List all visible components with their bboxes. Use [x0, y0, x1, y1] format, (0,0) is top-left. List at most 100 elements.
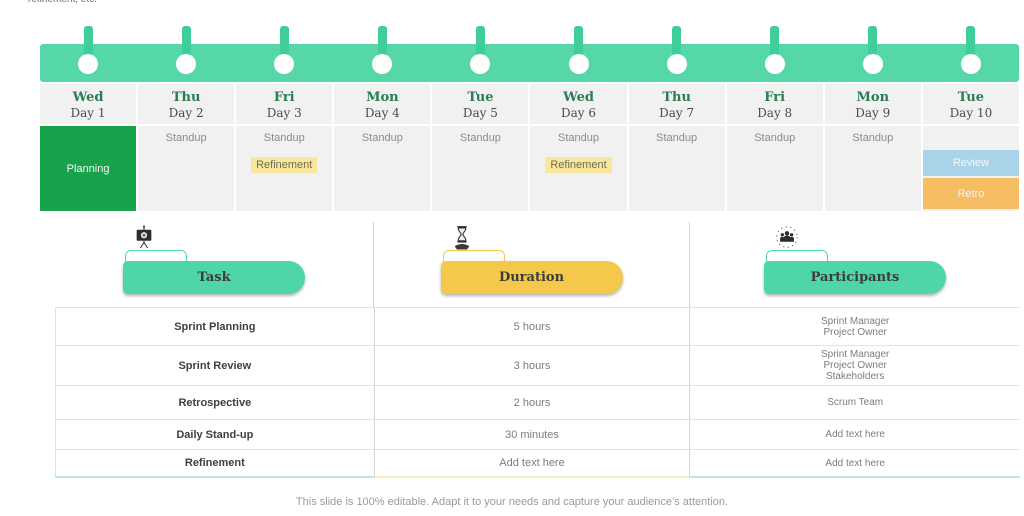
task-cell: Sprint Planning — [56, 308, 374, 346]
pin-hole-icon — [764, 54, 785, 74]
day-events: Standup — [628, 126, 725, 211]
standup-label: Standup — [754, 132, 796, 144]
task-banner: Task — [123, 261, 305, 294]
duration-cell[interactable]: Add text here — [373, 450, 691, 478]
pin-stem — [475, 26, 485, 66]
day-number-label: Day 5 — [462, 106, 498, 120]
hourglass-icon — [451, 225, 473, 256]
presentation-board-icon — [133, 225, 155, 256]
standup-label: Standup — [656, 132, 698, 144]
event-refinement: Refinement — [545, 157, 612, 173]
participants-banner: Participants — [764, 261, 946, 294]
event-review: Review — [922, 150, 1019, 176]
weekday-label: Mon — [856, 90, 890, 105]
schedule-table: Task Duration — [55, 222, 1020, 478]
pin-stem — [83, 26, 93, 66]
pin-hole-icon — [960, 54, 981, 74]
weekday-label: Fri — [764, 90, 786, 105]
duration-cell: 3 hours — [373, 346, 691, 386]
calendar-pin — [923, 26, 1019, 82]
weekday-label: Fri — [273, 90, 295, 105]
participant-line: Add text here — [825, 429, 885, 440]
table-header-duration: Duration — [373, 222, 690, 308]
table-header-participants: Participants — [690, 222, 1020, 308]
day-events: Standup — [726, 126, 823, 211]
task-cell: Retrospective — [56, 386, 374, 420]
participant-line: Project Owner — [823, 326, 887, 338]
participants-cell[interactable]: Add text here — [690, 420, 1020, 450]
weekday-label: Mon — [366, 90, 399, 105]
pin-stem — [574, 26, 584, 66]
calendar-pin — [825, 26, 921, 82]
pin-hole-icon — [78, 54, 99, 74]
participant-line: Scrum Team — [827, 397, 884, 408]
day-events: Standup — [138, 126, 235, 211]
day-events: Standup — [824, 126, 921, 211]
standup-label: Standup — [361, 132, 403, 144]
day-number-label: Day 3 — [266, 106, 302, 120]
weekday-label: Thu — [171, 90, 201, 105]
weekday-label: Thu — [662, 90, 691, 105]
day-number-label: Day 6 — [561, 106, 597, 120]
participants-cell: Scrum Team — [690, 386, 1020, 420]
calendar-pin — [727, 26, 823, 82]
day-number-label: Day 7 — [659, 106, 695, 120]
weekday-label: Tue — [467, 90, 494, 105]
top-note: refinement, etc. — [28, 0, 97, 7]
pin-hole-icon — [274, 54, 295, 74]
event-refinement: Refinement — [251, 157, 318, 173]
participants-banner-wrap: Participants — [764, 226, 946, 294]
participant-line: Stakeholders — [825, 371, 885, 382]
duration-banner: Duration — [440, 261, 623, 294]
duration-cell: 5 hours — [373, 308, 691, 346]
pin-hole-icon — [666, 54, 687, 74]
task-cell: Sprint Review — [56, 346, 374, 386]
duration-cell: 2 hours — [373, 386, 691, 420]
top-note-text: refinement, etc. — [28, 0, 97, 5]
day-number-label: Day 9 — [855, 106, 891, 120]
pin-stem — [279, 26, 289, 66]
people-group-icon — [774, 225, 800, 256]
pin-stem — [672, 26, 682, 66]
calendar-pin — [236, 26, 332, 82]
participants-cell[interactable]: Add text here — [690, 450, 1020, 478]
weekday-label: Wed — [72, 90, 104, 105]
day-number-label: Day 10 — [949, 106, 993, 120]
standup-label: Standup — [263, 132, 305, 144]
weekday-label: Wed — [563, 90, 594, 105]
participant-line: Project Owner — [823, 360, 887, 371]
day-events: Standup — [334, 126, 431, 211]
participant-line: Sprint Manager — [820, 315, 890, 327]
task-cell: Refinement — [56, 450, 374, 478]
event-retro: Retro — [922, 178, 1019, 209]
standup-label: Standup — [852, 132, 894, 144]
pin-stem — [181, 26, 191, 66]
pin-hole-icon — [568, 54, 589, 74]
pin-hole-icon — [470, 54, 491, 74]
day-number-label: Day 4 — [364, 106, 400, 120]
calendar-pin — [629, 26, 725, 82]
event-planning: Planning — [40, 126, 137, 211]
calendar-pin — [530, 26, 626, 82]
